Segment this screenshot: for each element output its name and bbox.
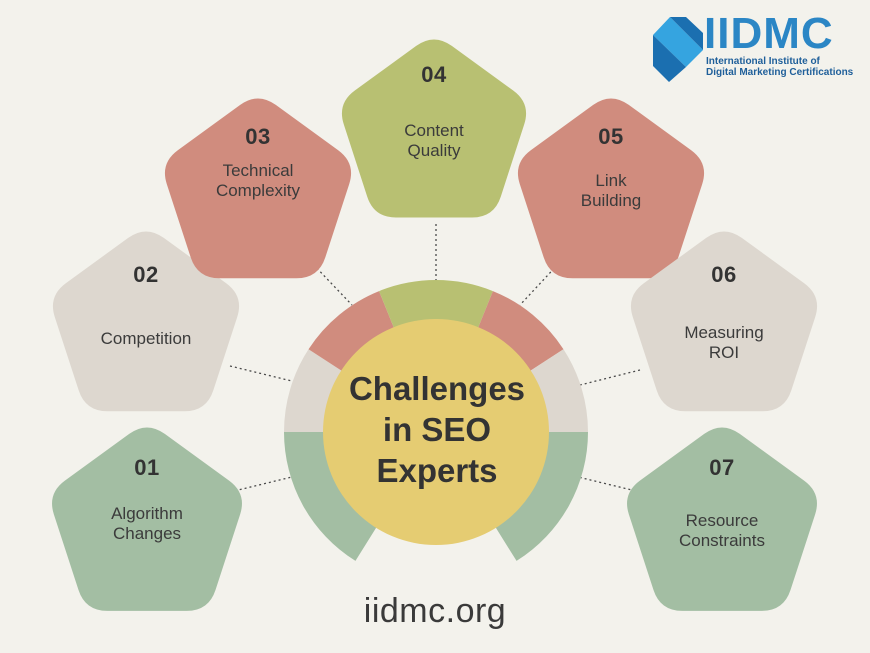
challenge-label-06: Measuring ROI: [684, 323, 764, 362]
challenge-label-07: Resource Constraints: [679, 511, 765, 550]
challenge-label-05: Link Building: [580, 171, 642, 210]
center-title: Challenges in SEO Experts: [348, 370, 526, 489]
ring-segment-05: [477, 291, 564, 373]
center-ring: [284, 280, 588, 561]
challenge-number-05: 05: [598, 124, 624, 149]
challenge-number-01: 01: [134, 455, 160, 480]
pentagon-05: [517, 98, 705, 279]
pentagon-07: [627, 427, 817, 611]
challenge-pentagons: [52, 39, 818, 611]
ring-segment-02: [284, 349, 344, 432]
pentagon-04: [341, 39, 527, 218]
challenge-number-03: 03: [245, 124, 271, 149]
challenge-number-07: 07: [709, 455, 735, 480]
challenge-number-06: 06: [711, 262, 737, 287]
connector-line-07: [573, 475, 641, 493]
ring-segment-01: [284, 432, 378, 561]
pentagon-01: [52, 427, 242, 611]
connector-line-02: [229, 365, 301, 384]
challenge-number-02: 02: [133, 262, 159, 287]
connector-line-01: [229, 475, 297, 493]
challenge-label-03: Technical Complexity: [215, 161, 301, 200]
ring-segment-03: [308, 291, 395, 373]
pentagon-03: [164, 98, 352, 279]
connector-line-06: [579, 369, 641, 386]
footer-url: iidmc.org: [363, 592, 507, 630]
challenge-number-04: 04: [421, 62, 447, 87]
ring-segment-04: [379, 280, 493, 331]
center-circle: [323, 319, 549, 545]
challenge-label-04: Content Quality: [404, 121, 464, 160]
challenge-label-01: Algorithm Changes: [111, 504, 183, 543]
logo-subtitle: International Institute of Digital Marke…: [706, 56, 854, 78]
pentagon-06: [630, 231, 818, 412]
iidmc-logo-icon: [653, 17, 703, 82]
challenge-label-02: Competition: [100, 329, 192, 348]
ring-segment-07: [494, 432, 588, 561]
ring-segment-06: [528, 349, 588, 432]
logo-wordmark: IIDMC: [704, 9, 834, 58]
pentagon-02: [52, 231, 240, 412]
